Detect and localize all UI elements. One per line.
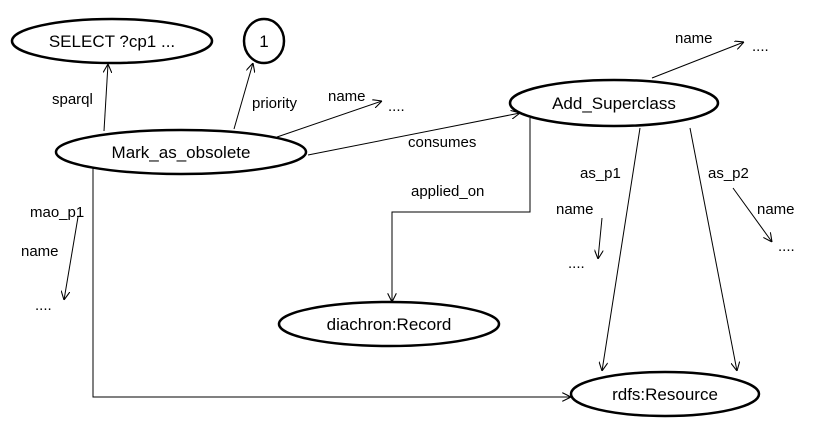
edge-name-mao [276,101,382,138]
label-as-p1-name: name [556,201,594,218]
node-mark-as-obsolete-label: Mark_as_obsolete [112,143,251,162]
node-rdfs-resource: rdfs:Resource [569,370,761,418]
ellipsis-as-p1: .... [568,255,585,272]
edge-as-p1-name [598,217,602,259]
label-name-as: name [675,30,713,47]
node-priority-value-label: 1 [259,32,268,51]
edge-as-p2-name [732,187,772,242]
edge-labels: sparql priority name .... consumes appli… [21,30,795,314]
ellipsis-as-p2: .... [778,238,795,255]
ellipsis-name-as: .... [752,38,769,55]
node-add-superclass-label: Add_Superclass [552,94,676,113]
node-diachron-record: diachron:Record [277,300,501,348]
label-as-p2-name: name [757,201,795,218]
edge-mao-p1 [92,168,571,397]
label-mao-p1-name: name [21,243,59,260]
ellipsis-mao-p1: .... [35,297,52,314]
ellipsis-name-mao: .... [388,98,405,115]
node-select-query: SELECT ?cp1 ... [10,17,214,65]
label-applied-on: applied_on [411,183,484,200]
edge-name-as [651,42,744,79]
nodes: SELECT ?cp1 ... 1 Mark_as_obsolete Add_S… [10,17,761,418]
label-sparql: sparql [52,91,93,108]
edge-mao-p1-name [64,216,79,300]
node-add-superclass: Add_Superclass [508,78,720,128]
label-mao-p1: mao_p1 [30,204,84,221]
node-select-query-label: SELECT ?cp1 ... [49,32,175,51]
edge-as-p2 [689,127,737,371]
node-priority-value: 1 [242,17,286,65]
edge-consumes [307,113,520,156]
label-consumes: consumes [408,134,476,151]
node-mark-as-obsolete: Mark_as_obsolete [54,128,308,176]
edges [64,42,772,397]
label-priority: priority [252,95,298,112]
node-rdfs-resource-label: rdfs:Resource [612,385,718,404]
edge-sparql [104,64,108,132]
label-as-p2: as_p2 [708,165,749,182]
edge-as-p1 [602,127,641,371]
node-diachron-record-label: diachron:Record [327,315,452,334]
label-as-p1: as_p1 [580,165,621,182]
edge-priority [233,63,253,130]
label-name-mao: name [328,88,366,105]
edge-applied-on [392,118,531,302]
